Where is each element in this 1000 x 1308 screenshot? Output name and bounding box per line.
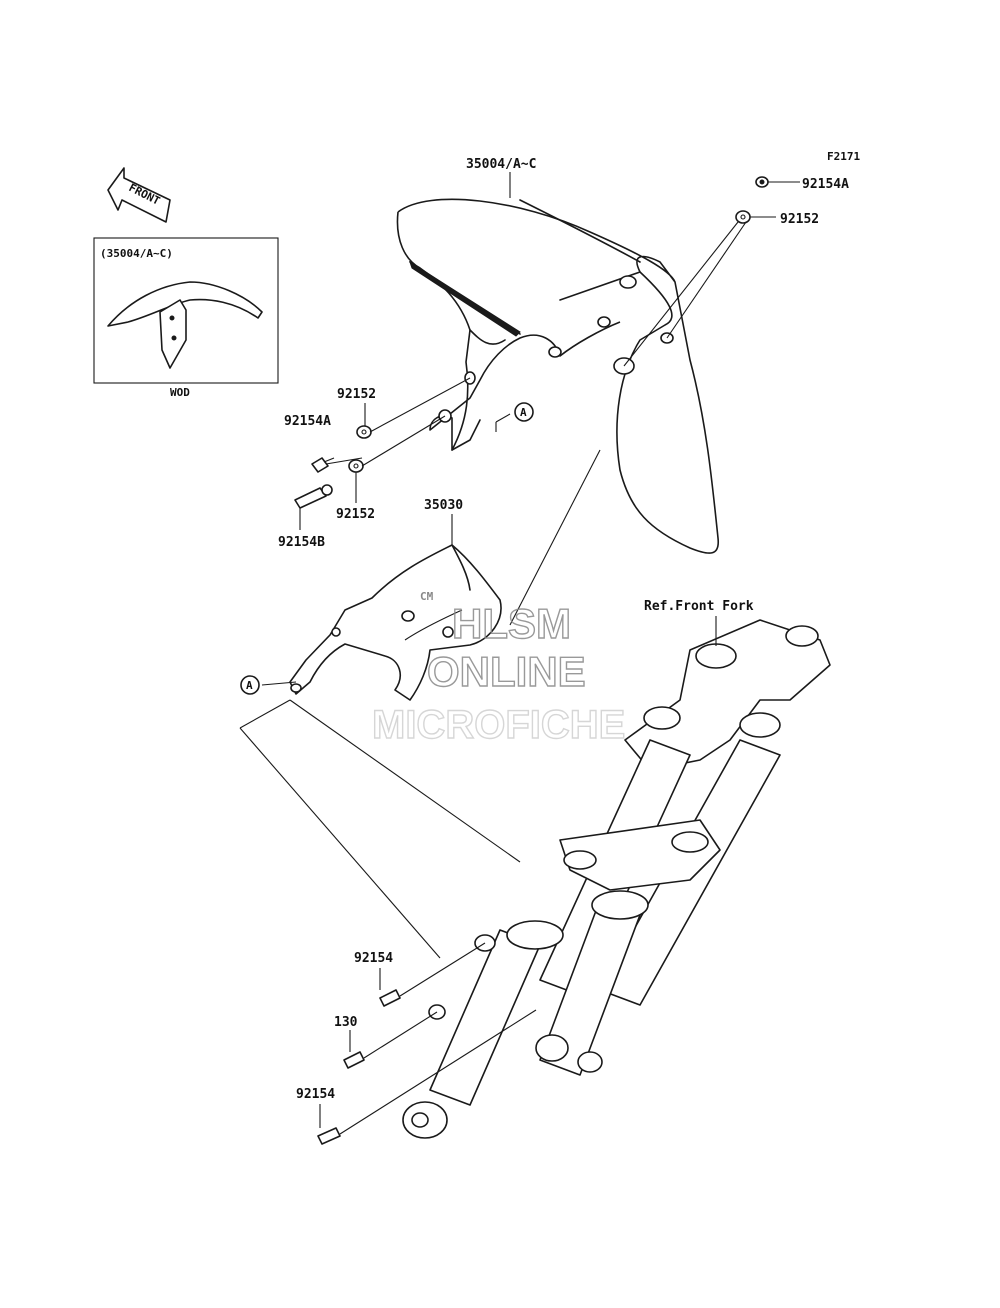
hardware xyxy=(294,176,769,1145)
front-fork xyxy=(402,619,831,1139)
bolt-icon xyxy=(311,457,335,473)
leader-lines xyxy=(239,172,800,1135)
variant-inset: (35004/A~C) WOD xyxy=(93,237,279,399)
washer-icon xyxy=(735,210,751,224)
svg-text:A: A xyxy=(246,679,253,692)
watermark-line2: ONLINE xyxy=(427,648,586,695)
bolt-icon xyxy=(343,1051,365,1069)
fender-bracket: CM xyxy=(289,544,502,701)
ref-marker-a: A xyxy=(514,402,534,422)
front-fender xyxy=(396,198,719,554)
label-bolt-low-2: 92154 xyxy=(296,1087,335,1102)
label-bracket: 35030 xyxy=(424,498,463,513)
label-front-fork: Ref.Front Fork xyxy=(644,599,754,614)
ref-marker-a: A xyxy=(240,675,260,695)
svg-text:A: A xyxy=(520,406,527,419)
label-bolt-long: 92154B xyxy=(278,535,325,550)
label-washer-top: 92152 xyxy=(780,212,819,227)
label-washer-mid-lower: 92152 xyxy=(336,507,375,522)
front-arrow-icon: FRONT xyxy=(107,167,171,223)
label-bolt-low-1: 92154 xyxy=(354,951,393,966)
svg-text:CM: CM xyxy=(420,590,434,603)
bolt-icon xyxy=(317,1127,341,1145)
watermark-line3: MICROFICHE xyxy=(372,703,625,747)
washer-icon xyxy=(348,459,364,473)
long-bolt-icon xyxy=(294,484,333,509)
watermark-line1: HLSM xyxy=(452,600,571,647)
washer-icon xyxy=(356,425,372,439)
label-bolt-mid-left: 92154A xyxy=(284,414,331,429)
inset-title: (35004/A~C) xyxy=(100,247,173,260)
bolt-icon xyxy=(755,176,769,188)
watermark: HLSM ONLINE MICROFICHE xyxy=(371,599,626,747)
label-bolt-top: 92154A xyxy=(802,177,849,192)
label-fender: 35004/A~C xyxy=(466,157,536,172)
label-bolt-130: 130 xyxy=(334,1015,358,1030)
bolt-icon xyxy=(379,989,401,1007)
diagram-code: F2171 xyxy=(827,150,860,163)
inset-caption: WOD xyxy=(170,386,190,399)
label-washer-mid-upper: 92152 xyxy=(337,387,376,402)
